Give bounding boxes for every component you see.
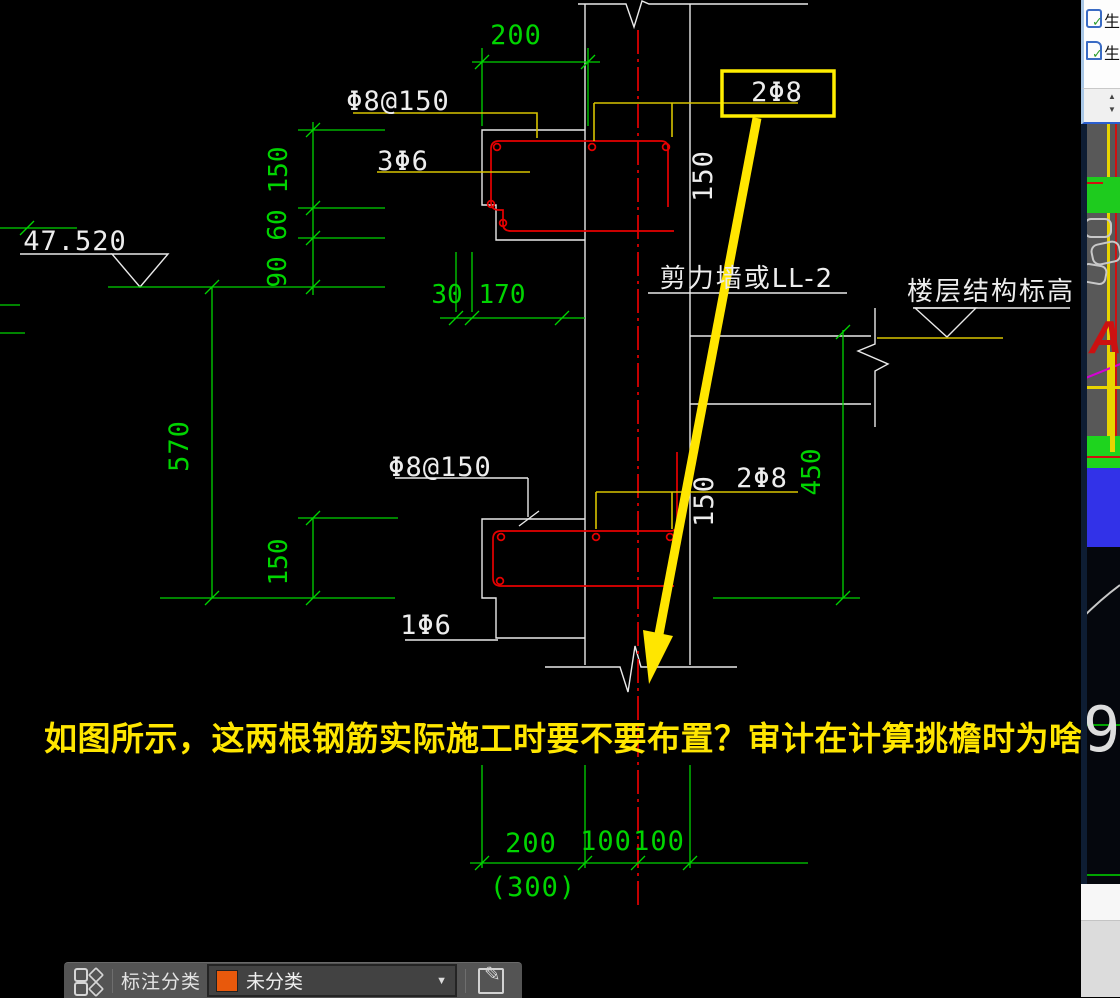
question-text: 如图所示，这两根钢筋实际施工时要不要布置？审计在计算挑檐时为啥不给？ [44,719,1120,758]
highlight-arrow [643,117,762,684]
side-menu: ✓ 生 ✓ 生 [1081,0,1120,88]
wall-width-top: 150 [688,150,719,202]
preview-digit: 9 [1083,693,1120,766]
dimension-lines-green [0,48,860,871]
category-label: 标注分类 [121,972,202,993]
upper-cornice-rebar [486,140,674,232]
dim-30: 30 [431,280,462,310]
dim-200-top: 200 [490,20,542,51]
label-top-corner: 3Φ6 [377,146,429,177]
dim-150-lower: 150 [264,539,294,586]
panel-scrollbar[interactable]: ▲ ▼ [1081,88,1120,125]
category-dropdown[interactable]: 未分类 ▼ [207,964,458,997]
preview-shape [1084,218,1112,238]
menu-item[interactable]: ✓ 生 [1084,6,1120,32]
panel-border-strip [1081,124,1087,884]
label-top-spacing: Φ8@150 [346,86,450,117]
preview-yellow-line [1107,124,1110,436]
wall-section-lines [481,0,890,693]
dim-100-a: 100 [580,826,632,857]
pencil-icon: ✎ [484,963,501,986]
rebar-leaders-yellow [353,102,1003,529]
side-panel: ✓ 生 ✓ 生 ▲ ▼ A 9 [1081,0,1120,997]
preview-yellow-horizontal [1081,386,1120,389]
annotation-toolbar: 标注分类 未分类 ▼ ✎ [64,962,522,998]
green-band-yellow-stub [1110,436,1115,452]
panel-dark-band: 9 [1081,547,1120,884]
toolbar-divider [112,968,113,993]
scroll-down-icon[interactable]: ▼ [1108,105,1116,114]
wall-name-label: 剪力墙或LL-2 [660,264,834,294]
panel-preview-top: A [1081,124,1120,436]
label-bottom-pair: 2Φ8 [736,463,788,494]
dim-170: 170 [479,280,526,310]
dim-150-chain: 150 [264,147,294,194]
dim-60-chain: 60 [263,209,293,240]
green-band-red-line [1081,456,1120,458]
dim-90-chain: 90 [263,256,293,287]
panel-blue-band [1081,468,1120,547]
preview-red-line [1115,124,1117,436]
preview-yellow-vertical [1110,352,1115,436]
preview-letter-a: A [1089,311,1120,363]
menu-item-label: 生 [1104,14,1120,31]
highlight-box [720,69,836,118]
toolbar-divider [465,968,467,993]
annotation-underlines-white [20,253,1070,641]
menu-item[interactable]: ✓ 生 [1084,38,1120,64]
panel-green-band [1081,436,1120,468]
preview-red-tick [1081,182,1103,184]
dim-450: 450 [797,449,827,496]
panel-light-band [1081,884,1120,997]
label-bottom-corner: 1Φ6 [400,610,452,641]
chevron-down-icon[interactable]: ▼ [436,974,448,987]
dim-100-b: 100 [633,826,685,857]
wall-width-bottom: 150 [689,475,720,527]
edit-annotation-icon[interactable]: ✎ [478,964,505,994]
label-bottom-spacing: Φ8@150 [388,452,492,483]
category-grid-icon[interactable] [74,966,105,997]
dimension-texts: 200 150 60 90 30 170 570 150 450 200 100… [164,20,827,903]
dim-300-total: (300) [490,872,576,903]
generate-icon [1086,9,1102,28]
category-dropdown-value: 未分类 [246,972,304,993]
dim-200-bottom: 200 [505,828,557,859]
check-icon: ✓ [1092,46,1103,61]
dim-570: 570 [164,420,195,472]
scroll-up-icon[interactable]: ▲ [1108,92,1116,101]
stamp-icon [1086,41,1102,60]
elevation-value: 47.520 [23,226,127,257]
check-icon: ✓ [1092,14,1103,29]
label-top-pair: 2Φ8 [751,77,803,108]
light-band-top [1081,884,1120,921]
menu-item-label: 生 [1104,46,1120,63]
category-color-swatch [216,969,239,992]
rebar-texts: 47.520 Φ8@150 3Φ6 2Φ8 Φ8@150 2Φ8 1Φ6 150… [23,77,1075,641]
floor-elevation-label: 楼层结构标高 [907,277,1075,307]
